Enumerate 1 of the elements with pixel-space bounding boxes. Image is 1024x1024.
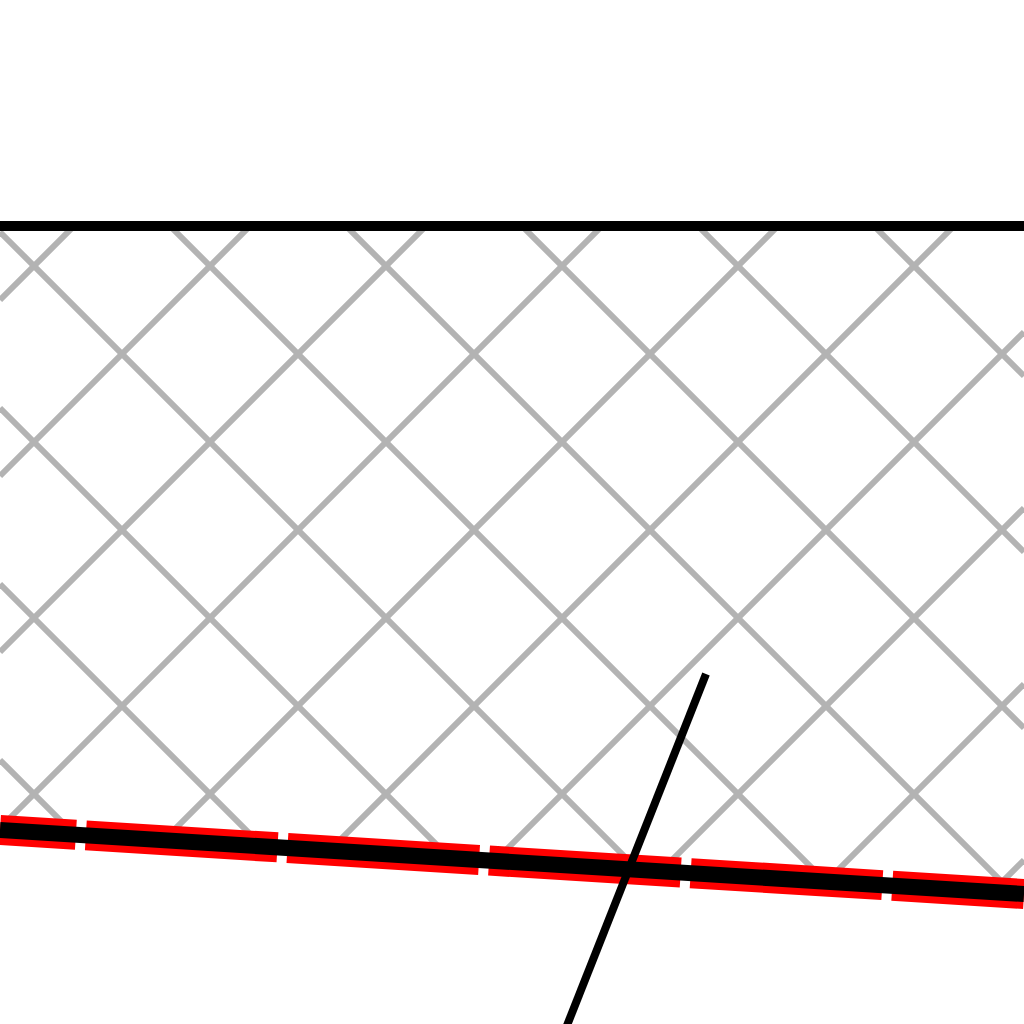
hatched-band xyxy=(0,221,1024,1024)
